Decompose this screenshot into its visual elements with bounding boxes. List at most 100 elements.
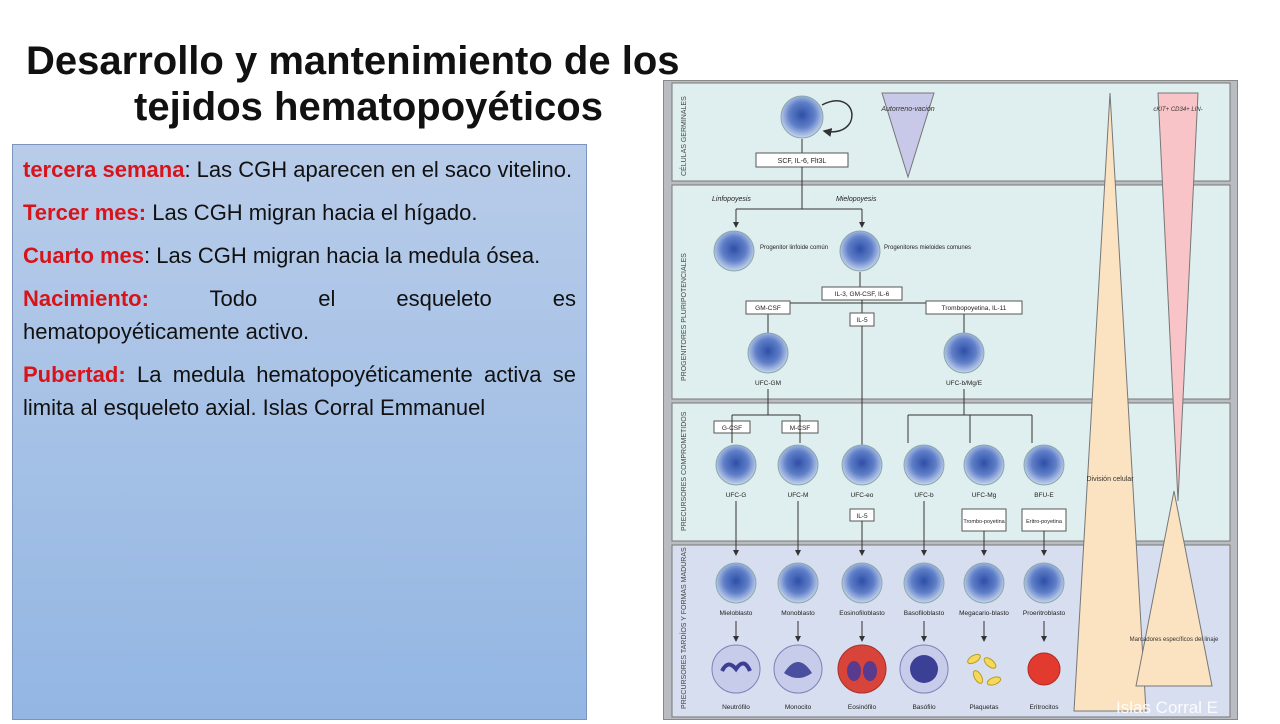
precursor-cell <box>841 562 883 604</box>
platelets <box>967 653 1002 686</box>
precursor-row: Mieloblasto Monoblasto Eosinofiloblasto … <box>715 501 1066 617</box>
section-label: PRECURSORES COMPROMETIDOS <box>681 411 688 531</box>
precursor-cell <box>963 562 1005 604</box>
factor-label-stem: SCF, IL-6, Flt3L <box>778 158 827 165</box>
committed-label: UFC-M <box>788 492 809 499</box>
self-renewal-triangle <box>881 92 935 179</box>
committed-label: UFC-G <box>726 492 747 499</box>
mature-row: Neutrófilo Monocito Eosinófilo Basófilo … <box>711 621 1061 711</box>
stage-term: Tercer mes: <box>23 200 147 225</box>
committed-cell <box>777 444 819 486</box>
mature-label: Neutrófilo <box>722 704 750 711</box>
stage-term: Nacimiento: <box>23 286 149 311</box>
precursor-cell <box>1023 562 1065 604</box>
stem-cell <box>780 95 824 139</box>
stage-term: Cuarto mes <box>23 243 145 268</box>
committed-cell <box>715 444 757 486</box>
hematopoiesis-diagram: CÉLULAS GERMINALES PROGENITORES PLURIPOT… <box>671 82 1231 718</box>
precursor-label: Monoblasto <box>781 610 815 617</box>
section-label: PROGENITORES PLURIPOTENCIALES <box>681 253 688 381</box>
erythrocyte-cell <box>1027 652 1061 686</box>
stage-term: Pubertad: <box>23 362 126 387</box>
stage-paragraph: Pubertad: La medula hematopoyéticamente … <box>23 358 576 424</box>
committed-cell <box>1023 444 1065 486</box>
precursor-label: Mieloblasto <box>720 610 753 617</box>
development-text-box: tercera semana: Las CGH aparecen en el s… <box>12 144 587 720</box>
factor-label-trombo-poyetina: Trombo-poyetina <box>963 519 1005 525</box>
factor-label-gm-csf: GM-CSF <box>755 305 781 312</box>
platelet <box>986 676 1002 686</box>
stage-paragraph: Tercer mes: Las CGH migran hacia el híga… <box>23 196 576 229</box>
committed-label: UFC-b <box>914 492 934 499</box>
eosinophil-nucleus <box>847 661 861 681</box>
markers-triangle <box>1157 92 1199 502</box>
platelet <box>967 653 981 665</box>
slide-title-line1: Desarrollo y mantenimiento de los <box>26 39 680 83</box>
self-renewal-label: Autorreno-vación <box>880 106 934 113</box>
mature-label: Eritrocitos <box>1030 704 1060 711</box>
stage-description: La medula hematopoyéticamente activa se … <box>23 362 576 420</box>
myeloid-progenitor-label: Progenitores mieloides comunes <box>884 245 971 251</box>
factor-box-gm-csf <box>745 300 791 315</box>
basophil-granules <box>910 655 938 683</box>
ufc-gm-label: UFC-GM <box>755 380 781 387</box>
precursor-label: Megacario-blasto <box>959 610 1009 617</box>
slide-title-line2: tejidos hematopoyéticos <box>134 85 603 129</box>
stage-description: : Las CGH aparecen en el saco vitelino. <box>184 157 573 182</box>
slide-title: Desarrollo y mantenimiento de los tejido… <box>0 38 830 130</box>
neutrophil-nucleus <box>720 661 752 673</box>
self-renewal-arrow <box>821 100 853 137</box>
stage-description: Las CGH migran hacia el hígado. <box>146 200 478 225</box>
platelet <box>983 657 997 669</box>
committed-label: UFC-Mg <box>972 492 997 499</box>
ufc-bmge-label: UFC-b/Mg/E <box>946 380 983 387</box>
precursor-label: Eosinofiloblasto <box>839 610 885 617</box>
section-label: CÉLULAS GERMINALES <box>679 96 688 176</box>
factor-label-trombopoyetina: Trombopoyetina, IL-11 <box>942 305 1007 312</box>
mature-label: Monocito <box>785 704 812 711</box>
factor-label-il5-b: IL-5 <box>856 513 868 520</box>
hematopoiesis-figure: CÉLULAS GERMINALES PROGENITORES PLURIPOT… <box>663 80 1238 720</box>
stage-description: Todo el esqueleto es hematopoyéticamente… <box>23 286 576 344</box>
committed-cell <box>963 444 1005 486</box>
linfopoyesis-label: Linfopoyesis <box>712 196 751 203</box>
stage-paragraph: Nacimiento: Todo el esqueleto es hematop… <box>23 282 576 348</box>
ufc-gm-cell <box>747 332 789 374</box>
committed-cell <box>841 444 883 486</box>
division-triangle <box>1073 92 1147 712</box>
precursor-cell <box>777 562 819 604</box>
eosinophil-nucleus <box>863 661 877 681</box>
myeloid-progenitor-cell <box>839 230 881 272</box>
mature-label: Plaquetas <box>970 704 1000 711</box>
stage-term: tercera semana <box>23 157 185 182</box>
stage-paragraph: tercera semana: Las CGH aparecen en el s… <box>23 153 576 186</box>
ufc-bmge-cell <box>943 332 985 374</box>
eosinophil-cell <box>837 644 887 694</box>
lineage-markers-label: Marcadores específicos del linaje <box>1130 637 1219 643</box>
factor-box-trombopoyetina <box>925 300 1023 315</box>
mature-label: Basófilo <box>912 704 936 711</box>
committed-cell <box>903 444 945 486</box>
lineage-markers-triangle <box>1135 490 1213 687</box>
committed-cells: UFC-G UFC-M UFC-eo UFC-b UFC-Mg BFU-E <box>715 415 1065 499</box>
markers-label: cKIT+ CD34+ LIN- <box>1153 107 1202 113</box>
precursor-cell <box>903 562 945 604</box>
stage-description: : Las CGH migran hacia la medula ósea. <box>144 243 541 268</box>
section-band-committed <box>671 402 1231 542</box>
factor-label-mixed: IL-3, GM-CSF, IL-6 <box>835 291 890 298</box>
factor-label-eritro-poyetina: Eritro-poyetina <box>1026 519 1063 525</box>
committed-label: UFC-eo <box>851 492 874 499</box>
mature-label: Eosinófilo <box>848 704 877 711</box>
stage-paragraph: Cuarto mes: Las CGH migran hacia la medu… <box>23 239 576 272</box>
factor-label-il5-a: IL-5 <box>856 317 868 324</box>
mielopoyesis-label: Mielopoyesis <box>836 196 877 203</box>
division-label: División celular <box>1086 476 1134 483</box>
precursor-label: Proeritroblasto <box>1023 610 1066 617</box>
committed-label: BFU-E <box>1034 492 1054 499</box>
figure-watermark: Islas Corral E <box>1116 698 1218 717</box>
lymphoid-progenitor-cell <box>713 230 755 272</box>
section-label: PRECURSORES TARDÍOS Y FORMAS MADURAS <box>679 547 688 709</box>
precursor-cell <box>715 562 757 604</box>
platelet <box>972 670 984 684</box>
precursor-label: Basofiloblasto <box>904 610 945 617</box>
